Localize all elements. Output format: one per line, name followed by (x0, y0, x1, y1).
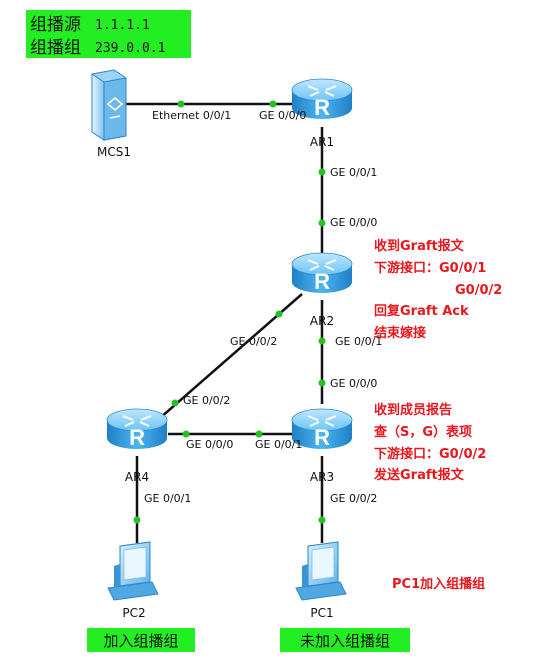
tag-label-pc2: 加入组播组 (103, 632, 178, 650)
device-label-ar2: AR2 (310, 314, 334, 328)
port-label-ar4-ge002: GE 0/0/2 (183, 394, 230, 407)
annotation-ar3: 收到成员报告 查（S，G）表项 下游接口：G0/0/2 发送Graft报文 (373, 402, 486, 483)
links (126, 102, 324, 543)
annotation-line: 回复Graft Ack (374, 303, 469, 319)
link-endpoints (133, 100, 326, 524)
header-highlight (26, 10, 191, 58)
header-box: 组播源 1.1.1.1 组播组 239.0.0.1 (26, 10, 191, 58)
link-dot (182, 430, 190, 438)
link-dot (318, 337, 326, 345)
annotation-line: 收到Graft报文 (374, 238, 465, 254)
multicast-group-value: 239.0.0.1 (95, 41, 165, 56)
link-dot (133, 516, 141, 524)
annotation-line: 收到成员报告 (374, 402, 452, 418)
port-label-ar2-ge000: GE 0/0/0 (330, 216, 377, 229)
device-label-ar1: AR1 (310, 135, 334, 149)
device-label-ar4: AR4 (125, 470, 149, 484)
link-dot (318, 516, 326, 524)
link-dot (318, 168, 326, 176)
link-dot (171, 399, 179, 407)
tag-pc2: 加入组播组 (87, 628, 195, 652)
port-label-ar3-ge002: GE 0/0/2 (330, 492, 377, 505)
port-label-ar1-ge000: GE 0/0/0 (259, 109, 306, 122)
pc1[interactable]: PC1 (295, 541, 347, 620)
pc-icon (295, 541, 347, 601)
tag-highlight (280, 628, 410, 652)
link-dot (269, 100, 277, 108)
link-dot (318, 219, 326, 227)
link-dot (255, 430, 263, 438)
link-dot (177, 100, 185, 108)
port-label-ar2-ge001: GE 0/0/1 (335, 335, 382, 348)
router-icon (291, 252, 353, 295)
port-label-ar2-ge002: GE 0/0/2 (230, 335, 277, 348)
port-label-mcs1-eth: Ethernet 0/0/1 (152, 109, 231, 122)
device-label-ar3: AR3 (310, 470, 334, 484)
annotation-line: G0/0/2 (455, 283, 502, 298)
router-ar1[interactable]: AR1 (291, 78, 353, 149)
port-label-ar3-ge001: GE 0/0/1 (255, 438, 302, 451)
mcs1-server[interactable]: MCS1 (91, 69, 131, 159)
link-dot (318, 379, 326, 387)
annotation-line: 下游接口：G0/0/1 (374, 260, 486, 276)
router-ar2[interactable]: AR2 (291, 252, 353, 328)
annotation-line: 查（S，G）表项 (373, 424, 472, 440)
multicast-group-label: 组播组 (30, 38, 81, 58)
device-label-pc1: PC1 (310, 606, 333, 620)
port-label-ar4-ge000: GE 0/0/0 (186, 438, 233, 451)
device-label-pc2: PC2 (122, 606, 145, 620)
annotation-pc1-join: PC1加入组播组 (392, 576, 485, 592)
pc-icon (107, 541, 159, 601)
multicast-source-label: 组播源 (30, 15, 81, 35)
port-label-ar4-ge001: GE 0/0/1 (144, 492, 191, 505)
annotation-ar2: 收到Graft报文 下游接口：G0/0/1 G0/0/2 回复Graft Ack… (374, 238, 502, 341)
port-labels: Ethernet 0/0/1 GE 0/0/0 GE 0/0/1 GE 0/0/… (144, 109, 382, 505)
tag-pc1: 未加入组播组 (280, 628, 410, 652)
device-label-mcs1: MCS1 (97, 145, 131, 159)
link-dot (275, 310, 283, 318)
annotation-line: 发送Graft报文 (373, 467, 465, 483)
router-icon (106, 408, 168, 451)
multicast-source-value: 1.1.1.1 (95, 18, 150, 33)
port-label-ar1-ge001: GE 0/0/1 (330, 166, 377, 179)
tag-highlight (87, 628, 195, 652)
router-ar4[interactable]: AR4 (106, 408, 168, 484)
tag-label-pc1: 未加入组播组 (300, 632, 390, 650)
pc2[interactable]: PC2 (107, 541, 159, 620)
router-ar3[interactable]: AR3 (291, 408, 353, 484)
annotation-line: 下游接口：G0/0/2 (374, 446, 486, 462)
server-icon (91, 69, 127, 141)
port-label-ar3-ge000: GE 0/0/0 (330, 377, 377, 390)
annotation-line: 结束嫁接 (374, 325, 426, 341)
